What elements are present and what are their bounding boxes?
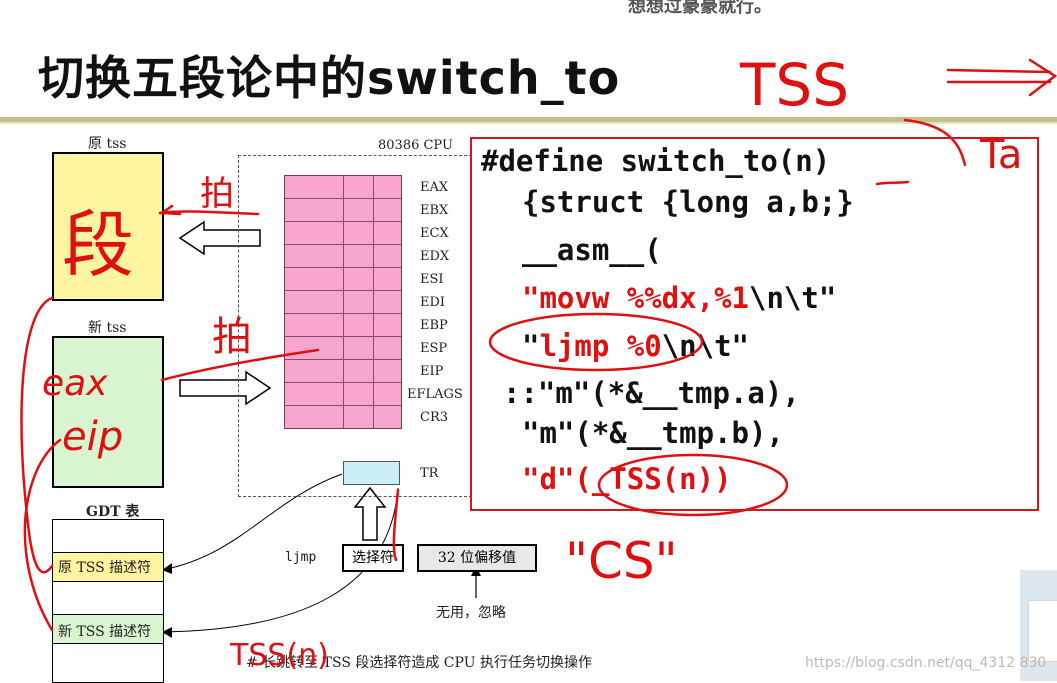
register-label: CR3: [420, 410, 449, 425]
code-quote: ": [522, 329, 540, 363]
code-line-1: #define switch_to(n): [481, 144, 831, 178]
offset-box: 32 位偏移值: [417, 544, 537, 572]
register-label: EDI: [420, 295, 446, 310]
unused-label: 无用，忽略: [436, 605, 506, 621]
new-tss-box: [52, 336, 164, 488]
top-caption: 想想过豪豪就行。: [628, 0, 772, 17]
code-movw: movw %%dx,%1: [539, 281, 749, 315]
annot-cs: "CS": [565, 532, 678, 590]
code-box: [470, 137, 1039, 511]
gdt-table: 原 TSS 描述符 新 TSS 描述符: [52, 519, 164, 683]
annot-pai2: 拍: [212, 314, 252, 360]
code-line-8: "d"(_TSS(n)): [522, 462, 732, 496]
annot-pai1: 拍: [200, 174, 234, 214]
gdt-row: [53, 520, 163, 553]
register-label: EFLAGS: [407, 387, 463, 402]
code-line-4: "movw %%dx,%1\n\t": [522, 281, 836, 315]
cpu-label: 80386 CPU: [378, 138, 453, 153]
watermark: https://blog.csdn.net/qq_4312 830: [805, 655, 1047, 671]
annot-eax: eax: [42, 363, 108, 404]
slide-title: 切换五段论中的switch_to: [38, 51, 621, 105]
old-tss-label: 原 tss: [88, 136, 127, 152]
code-line-3: __asm__(: [522, 233, 662, 267]
gdt-new-desc: 新 TSS 描述符: [58, 624, 152, 640]
side-window-inner: [1028, 600, 1057, 662]
gdt-row-new-tss: 新 TSS 描述符: [53, 615, 163, 644]
register-label: ESP: [420, 341, 448, 356]
new-tss-label: 新 tss: [88, 320, 127, 336]
gdt-label: GDT 表: [86, 504, 140, 520]
tss-circle: [597, 453, 789, 517]
register-label: EBP: [420, 318, 448, 333]
old-tss-box: [52, 152, 164, 301]
title-divider: [0, 117, 1057, 122]
diagram-caption: # 长跳转至 TSS 段选择符造成 CPU 执行任务切换操作: [246, 655, 592, 671]
code-line-2: {struct {long a,b;}: [522, 185, 854, 219]
gdt-row-old-tss: 原 TSS 描述符: [53, 553, 163, 582]
gdt-row: [53, 582, 163, 615]
code-line-5: "ljmp %0\n\t": [522, 329, 749, 363]
code-ljmp: ljmp %0: [539, 329, 662, 363]
register-label: ESI: [420, 272, 444, 287]
code-newline: \n\t": [661, 329, 749, 363]
code-quote: ": [522, 281, 540, 315]
ljmp-label: ljmp: [285, 550, 317, 565]
register-label: EAX: [420, 180, 449, 195]
tr-register-box: [343, 461, 400, 485]
code-newline: \n\t": [748, 281, 837, 315]
annot-ta: Ta: [979, 132, 1022, 178]
register-label: EIP: [420, 364, 444, 379]
register-label: EBX: [420, 203, 449, 218]
ljmp-circle: [488, 312, 704, 372]
register-label: ECX: [420, 226, 449, 241]
code-line-6: ::"m"(*&__tmp.a),: [503, 376, 800, 410]
annot-tssn: TSS(n): [229, 638, 329, 673]
annot-eip: eip: [62, 414, 123, 460]
code-line-7: "m"(*&__tmp.b),: [522, 416, 784, 450]
tr-label: TR: [420, 466, 439, 481]
title-divider-shadow: [0, 122, 1057, 124]
register-label: EDX: [420, 249, 450, 264]
register-grid: [284, 175, 402, 429]
gdt-old-desc: 原 TSS 描述符: [58, 560, 152, 576]
annot-tss: TSS: [739, 51, 849, 119]
annot-duan: 段: [62, 203, 134, 287]
